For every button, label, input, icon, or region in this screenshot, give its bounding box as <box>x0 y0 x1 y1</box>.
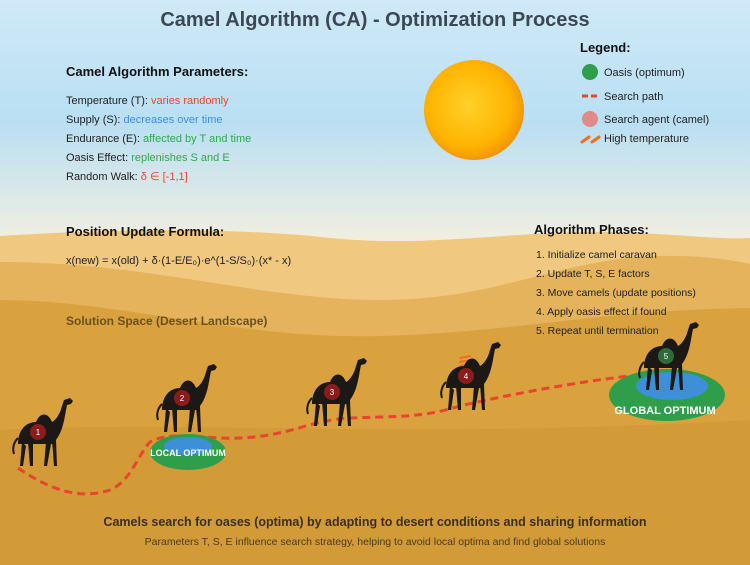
parameters-heading: Camel Algorithm Parameters: <box>66 64 248 79</box>
local-optimum-label: LOCAL OPTIMUM <box>150 448 226 458</box>
legend-label: High temperature <box>604 133 689 145</box>
camel-number: 5 <box>664 352 669 361</box>
camel-badge <box>324 384 340 400</box>
camel-badge <box>174 390 190 406</box>
formula-text: x(new) = x(old) + δ·(1-E/E₀)·e^(1-S/S₀)·… <box>66 255 291 267</box>
parameters-panel: Camel Algorithm Parameters: Temperature … <box>66 64 251 183</box>
camel-badge <box>658 348 674 364</box>
parameter-value: varies randomly <box>151 95 229 107</box>
search-path <box>17 372 651 496</box>
parameter-supply: Supply (S): decreases over time <box>66 114 223 126</box>
camel-number: 1 <box>36 428 41 437</box>
parameter-value: affected by T and time <box>143 133 251 145</box>
camel-number: 3 <box>330 388 335 397</box>
parameter-temperature: Temperature (T): varies randomly <box>66 95 229 107</box>
legend-label: Search path <box>604 91 663 103</box>
camel-agent: 3 <box>306 357 368 427</box>
local-optimum-oasis: LOCAL OPTIMUM <box>150 434 226 470</box>
heat-wave-icon <box>580 135 601 144</box>
phase-item: 1. Initialize camel caravan <box>536 249 657 261</box>
parameter-endurance: Endurance (E): affected by T and time <box>66 133 251 145</box>
phase-item: 4. Apply oasis effect if found <box>536 306 667 318</box>
parameter-label: Oasis Effect: <box>66 152 131 164</box>
camel-badge <box>30 424 46 440</box>
global-optimum-label: GLOBAL OPTIMUM <box>614 405 715 417</box>
camel-number: 2 <box>180 394 185 403</box>
parameter-random-walk: Random Walk: δ ∈ [-1,1] <box>66 171 188 183</box>
parameter-label: Supply (S): <box>66 114 123 126</box>
formula-panel: Position Update Formula: x(new) = x(old)… <box>66 224 291 267</box>
solution-space-label: Solution Space (Desert Landscape) <box>66 314 267 328</box>
phase-item: 3. Move camels (update positions) <box>536 287 696 299</box>
camel-agent: 5 <box>638 321 700 391</box>
camel-number: 4 <box>464 372 469 381</box>
sky <box>0 0 750 245</box>
camel-agent: 4 <box>440 341 502 411</box>
global-optimum-oasis: GLOBAL OPTIMUM <box>609 369 725 421</box>
parameter-label: Temperature (T): <box>66 95 151 107</box>
footer-sub: Parameters T, S, E influence search stra… <box>145 536 606 548</box>
parameter-value: decreases over time <box>123 114 222 126</box>
phase-item: 2. Update T, S, E factors <box>536 268 650 280</box>
legend: Legend: Oasis (optimum) Search path Sear… <box>580 40 709 145</box>
legend-label: Search agent (camel) <box>604 114 709 126</box>
legend-heading: Legend: <box>580 40 631 55</box>
parameter-label: Random Walk: <box>66 171 141 183</box>
camel-badge <box>458 368 474 384</box>
phase-item: 5. Repeat until termination <box>536 325 659 337</box>
phases-panel: Algorithm Phases: 1. Initialize camel ca… <box>534 222 696 337</box>
parameter-oasis-effect: Oasis Effect: replenishes S and E <box>66 152 230 164</box>
page-title: Camel Algorithm (CA) - Optimization Proc… <box>160 9 589 31</box>
camel-agent: 1 <box>12 397 74 467</box>
oasis-icon <box>582 64 598 80</box>
legend-label: Oasis (optimum) <box>604 67 685 79</box>
local-oasis-water <box>164 437 212 455</box>
parameter-value: δ ∈ [-1,1] <box>141 171 188 183</box>
parameter-label: Endurance (E): <box>66 133 143 145</box>
sun-icon <box>424 60 524 160</box>
phases-heading: Algorithm Phases: <box>534 222 649 237</box>
parameter-value: replenishes S and E <box>131 152 229 164</box>
footer-main: Camels search for oases (optima) by adap… <box>103 515 646 529</box>
formula-heading: Position Update Formula: <box>66 224 224 239</box>
camel-agent-icon <box>582 111 598 127</box>
camel-agent: 2 <box>156 363 218 433</box>
